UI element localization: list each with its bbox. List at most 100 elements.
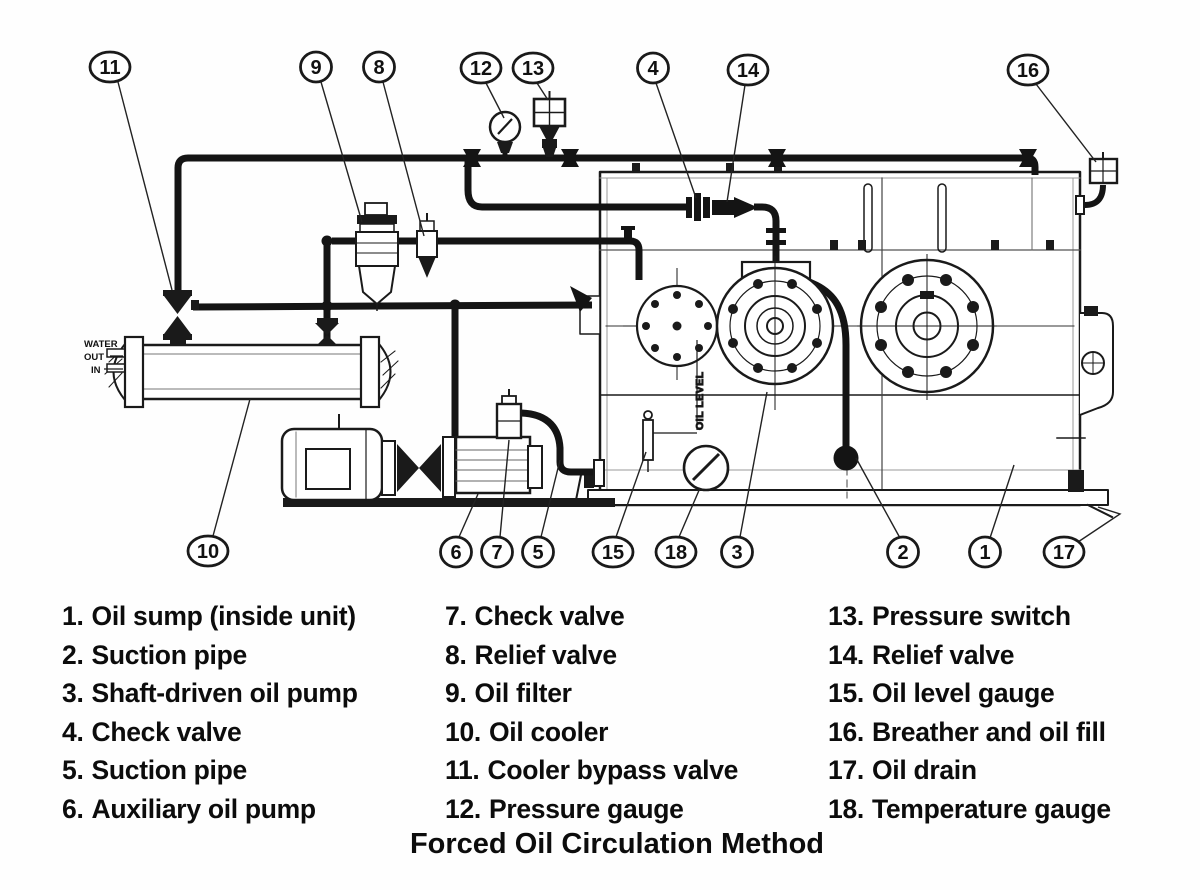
legend-item-7: 7.Check valve (445, 597, 738, 636)
filter-pipe (332, 237, 643, 280)
leader-line-18 (678, 487, 701, 538)
pipe-fittings (321, 149, 1037, 471)
leader-line-13 (536, 82, 549, 101)
balloon-number-1: 1 (979, 542, 990, 564)
legend-item-number: 12. (445, 793, 481, 824)
legend-item-number: 9. (445, 678, 467, 709)
leader-line-17 (1077, 506, 1122, 543)
balloon-number-3: 3 (731, 542, 742, 564)
legend-item-15: 15.Oil level gauge (828, 674, 1111, 713)
suction-strainer (833, 445, 859, 471)
check-valve-4 (686, 193, 758, 221)
legend-item-number: 13. (828, 601, 864, 631)
legend-item-number: 2. (62, 639, 84, 670)
balloon-16 (1006, 53, 1050, 87)
balloon-7 (480, 535, 514, 569)
legend-item-label: Shaft-driven oil pump (91, 678, 358, 709)
legend-item-number: 8. (445, 639, 467, 670)
balloon-number-18: 18 (665, 542, 687, 564)
legend-item-4: 4.Check valve (62, 713, 358, 752)
legend-item-number: 11. (445, 755, 480, 786)
legend-item-label: Oil drain (871, 755, 977, 786)
legend-item-5: 5.Suction pipe (62, 751, 358, 790)
balloon-number-11: 11 (99, 57, 120, 79)
balloon-number-7: 7 (491, 542, 502, 564)
legend-item-2: 2.Suction pipe (62, 636, 358, 675)
legend-item-label: Pressure gauge (488, 793, 684, 824)
legend-item-13: 13.Pressure switch (828, 597, 1111, 636)
bearing-flange-right (857, 254, 997, 400)
leader-line-5 (540, 459, 561, 538)
legend-item-label: Breather and oil fill (871, 716, 1106, 747)
legend-item-label: Oil sump (inside unit) (91, 601, 357, 631)
leader-line-1 (989, 464, 1015, 539)
balloon-10 (186, 534, 230, 568)
legend-item-16: 16.Breather and oil fill (828, 713, 1111, 752)
balloon-17 (1042, 535, 1086, 569)
legend-item-label: Suction pipe (91, 639, 248, 670)
pressure-gauge (488, 110, 522, 153)
balloon-12 (459, 51, 503, 85)
balloon-number-2: 2 (897, 542, 908, 564)
legend-item-9: 9.Oil filter (445, 674, 738, 713)
balloon-number-17: 17 (1053, 542, 1075, 564)
legend-item-label: Relief valve (871, 639, 1015, 670)
shaft-flanges (623, 254, 997, 410)
legend-item-6: 6.Auxiliary oil pump (62, 790, 358, 829)
legend-item-label: Pressure switch (871, 601, 1071, 631)
breather-and-oil-fill (1075, 152, 1119, 215)
suction-pipe-5 (520, 409, 597, 476)
legend-item-label: Temperature gauge (871, 793, 1111, 824)
balloon-number-14: 14 (737, 60, 760, 82)
legend-item-number: 16. (828, 716, 864, 747)
leader-line-9 (320, 81, 363, 223)
balloon-number-12: 12 (470, 58, 492, 80)
legend-item-number: 17. (828, 755, 864, 786)
legend-item-label: Auxiliary oil pump (91, 793, 317, 824)
shaft-driven-pump (715, 256, 835, 410)
legend-item-label: Check valve (91, 716, 242, 747)
leader-line-4 (655, 82, 697, 199)
electric-motor (280, 414, 384, 502)
bypass-valve (163, 290, 199, 346)
balloon-13 (511, 51, 555, 85)
balloon-number-15: 15 (602, 542, 624, 564)
legend-item-number: 4. (62, 716, 84, 747)
level-and-gauges: OIL LEVEL (642, 340, 730, 492)
water-labels: WATER OUT IN (84, 339, 123, 376)
balloon-4 (636, 51, 670, 85)
pump-discharge-pipe-2 (754, 203, 780, 264)
legend-item-1: 1.Oil sump (inside unit) (62, 597, 358, 636)
legend-item-label: Relief valve (474, 639, 618, 670)
legend-item-11: 11.Cooler bypass valve (445, 751, 738, 790)
water-label: WATER (84, 339, 118, 350)
leader-line-2 (855, 457, 901, 539)
legend-item-number: 3. (62, 678, 84, 709)
inlet-fitting (570, 286, 592, 312)
legend-item-number: 10. (445, 716, 481, 747)
water-out-label: OUT (84, 352, 104, 363)
balloon-number-4: 4 (647, 58, 659, 80)
figure-title: Forced Oil Circulation Method (409, 828, 825, 860)
legend-item-label: Check valve (474, 601, 625, 631)
legend-item-18: 18.Temperature gauge (828, 790, 1111, 829)
oil-cooler (104, 335, 399, 409)
unit-inlet-flange (593, 459, 605, 487)
pressure-switch (532, 91, 567, 157)
cooler-return-pipe (192, 301, 593, 311)
balloon-11 (88, 50, 132, 84)
legend-item-number: 5. (62, 755, 84, 786)
leader-line-16 (1035, 83, 1097, 163)
balloon-1 (968, 535, 1002, 569)
balloon-number-10: 10 (197, 541, 219, 563)
oil-level-text: OIL LEVEL (694, 371, 706, 430)
balloon-number-8: 8 (373, 57, 384, 79)
legend-item-10: 10.Oil cooler (445, 713, 738, 752)
pump-discharge-pipe (464, 161, 686, 211)
legend-item-label: Cooler bypass valve (487, 755, 739, 786)
leader-line-15 (615, 451, 647, 538)
legend-item-12: 12.Pressure gauge (445, 790, 738, 829)
legend-item-17: 17.Oil drain (828, 751, 1111, 790)
